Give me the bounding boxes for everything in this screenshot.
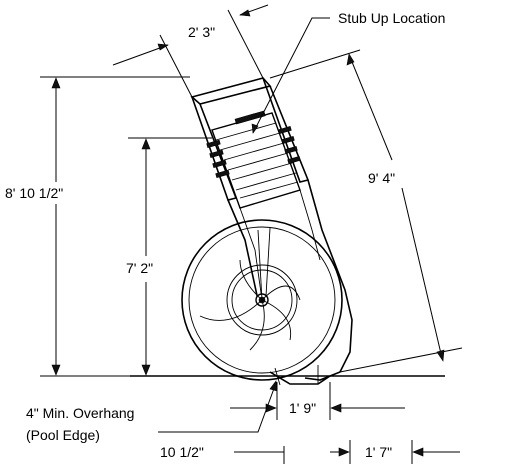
dim-diagonal-length-label: 9' 4": [368, 170, 395, 186]
dim-bottom-row: [234, 440, 460, 464]
dim-platform-height-label: 7' 2": [126, 260, 153, 276]
dim-one-seven-label: 1' 7": [365, 444, 392, 460]
dim-overall-height: [40, 76, 190, 377]
rail-details: [206, 110, 301, 178]
overhang-label-line2: (Pool Edge): [26, 427, 100, 443]
dim-overall-height-label: 8' 10 1/2": [5, 185, 63, 201]
dim-top-offset-label: 2' 3": [188, 24, 215, 40]
dim-exit-width: [230, 382, 405, 420]
slide-body: [181, 77, 353, 386]
dim-platform-height: [128, 137, 212, 376]
dim-exit-width-label: 1' 9": [289, 400, 316, 416]
overhang-leader: [158, 380, 278, 433]
dim-ten-half-label: 10 1/2": [160, 444, 204, 460]
stub-up-callout: [251, 17, 330, 134]
dim-diagonal-length: [269, 49, 463, 373]
overhang-label-line1: 4" Min. Overhang: [26, 405, 134, 421]
stub-up-label: Stub Up Location: [338, 10, 445, 26]
ladder-treads: [215, 122, 299, 199]
dim-top-offset: [112, 4, 269, 98]
